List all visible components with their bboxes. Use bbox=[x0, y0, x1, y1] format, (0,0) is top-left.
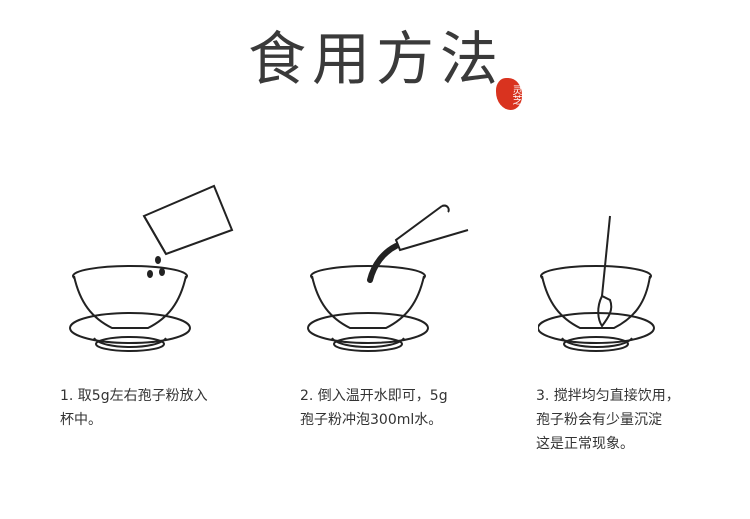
pouring-powder-icon bbox=[69, 184, 234, 352]
step-3-text: 3. 搅拌均匀直接饮用， 孢子粉会有少量沉淀 这是正常现象。 bbox=[536, 384, 726, 456]
pouring-water-icon bbox=[307, 204, 469, 352]
step-3-line-1: 3. 搅拌均匀直接饮用， bbox=[536, 388, 680, 404]
step-1-line-2: 杯中。 bbox=[60, 412, 102, 428]
step-3-line-2: 孢子粉会有少量沉淀 bbox=[536, 412, 662, 428]
stirring-icon bbox=[538, 215, 655, 352]
step-1-illustration bbox=[62, 168, 292, 368]
step-2-text: 2. 倒入温开水即可，5g 孢子粉冲泡300ml水。 bbox=[300, 384, 490, 432]
step-1-line-1: 1. 取5g左右孢子粉放入 bbox=[60, 388, 208, 404]
step-2-line-1: 2. 倒入温开水即可，5g bbox=[300, 388, 448, 404]
step-3-illustration bbox=[538, 168, 750, 368]
step-2-line-2: 孢子粉冲泡300ml水。 bbox=[300, 412, 443, 428]
step-2-illustration bbox=[300, 168, 530, 368]
seal-stamp: 灵芝 bbox=[496, 78, 522, 110]
step-1-text: 1. 取5g左右孢子粉放入 杯中。 bbox=[60, 384, 250, 432]
step-3-line-3: 这是正常现象。 bbox=[536, 436, 634, 452]
page-title: 食用方法 bbox=[248, 25, 505, 93]
